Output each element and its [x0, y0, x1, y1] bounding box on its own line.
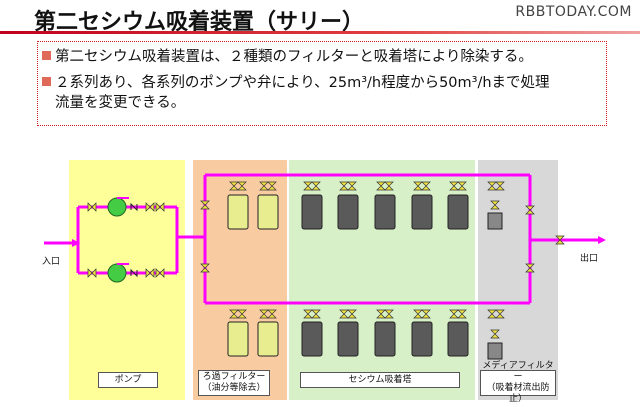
outlet-arrow-icon [598, 236, 606, 244]
pump-valve-icon [145, 202, 155, 212]
page-title: 第二セシウム吸着装置（サリー） [34, 10, 365, 35]
vessel-valve-icon [303, 309, 313, 319]
vessel-valve-icon [229, 309, 239, 319]
media-zone-label-line2: （吸着材流出防止） [486, 383, 550, 404]
vessel-valve-icon [267, 181, 277, 191]
vessel-valve-icon [347, 181, 357, 191]
cesium-vessel-lower [301, 321, 323, 357]
filter-vessel-lower [257, 321, 279, 357]
vessel-valve-icon [413, 309, 423, 319]
vessel-valve-icon [311, 181, 321, 191]
filter-zone-label-line2: （油分等除去） [202, 383, 266, 393]
cesium-vessel-lower [374, 321, 396, 357]
vessel-valve-icon [384, 181, 394, 191]
bullet-2-cont: 流量を変更できる。 [55, 95, 186, 111]
media-zone [478, 160, 558, 400]
cesium-vessel-upper [411, 194, 433, 230]
pump-zone-label-text: ポンプ [114, 374, 142, 385]
vessel-valve-icon [376, 309, 386, 319]
cesium-vessel-lower [447, 321, 469, 357]
inlet-label: 入口 [42, 257, 61, 267]
vessel-valve-icon [237, 309, 247, 319]
line-valve-icon [525, 263, 535, 273]
vessel-valve-icon [339, 181, 349, 191]
cesium-vessel-upper [337, 194, 359, 230]
vessel-valve-icon [259, 309, 269, 319]
cesium-vessel-lower [337, 321, 359, 357]
vessel-valve-icon [267, 309, 277, 319]
filter-vessel-upper [227, 194, 249, 230]
cesium-zone-label-text: セシウム吸着塔 [348, 374, 412, 385]
media-valve-icon [495, 309, 505, 319]
media-valve-icon [487, 181, 497, 191]
vessel-valve-icon [457, 181, 467, 191]
pump-a-icon [107, 197, 127, 217]
vessel-valve-icon [449, 181, 459, 191]
media-valve-icon [490, 200, 500, 210]
media-filter-upper [487, 212, 503, 230]
filter-vessel-upper [257, 194, 279, 230]
line-valve-icon [555, 235, 565, 245]
cesium-vessel-upper [447, 194, 469, 230]
vessel-valve-icon [384, 309, 394, 319]
pump-valve-icon [87, 268, 97, 278]
vessel-valve-icon [449, 309, 459, 319]
pump-valve-icon [155, 268, 165, 278]
bullet-2-text: ２系列あり、各系列のポンプや弁により、25m³/h程度から50m³/hまで処理 [55, 75, 550, 91]
pump-zone [69, 160, 185, 400]
valve-group [87, 181, 565, 339]
vessel-valve-icon [259, 181, 269, 191]
pipe-network [44, 173, 606, 305]
vessel-valve-icon [237, 181, 247, 191]
vessel-valve-icon [311, 309, 321, 319]
cesium-vessel-lower [411, 321, 433, 357]
check-valve-icon [130, 202, 138, 212]
line-valve-icon [525, 205, 535, 215]
bullet-square-icon [42, 51, 51, 60]
vessel-valve-icon [457, 309, 467, 319]
check-valve-icon [130, 268, 138, 278]
vessel-valve-icon [376, 181, 386, 191]
title-rule [0, 31, 640, 34]
media-filter-lower [487, 342, 503, 360]
vessel-valve-icon [421, 181, 431, 191]
vessel-valve-icon [303, 181, 313, 191]
media-zone-label-line1: メディアフィルター [482, 361, 554, 382]
vessel-valve-icon [339, 309, 349, 319]
watermark: RBBTODAY.COM [515, 4, 632, 20]
vessel-valve-icon [421, 309, 431, 319]
line-valve-icon [200, 263, 210, 273]
media-valve-icon [490, 329, 500, 339]
cesium-vessel-upper [374, 194, 396, 230]
filter-vessel-lower [227, 321, 249, 357]
bullet-1-text: 第二セシウム吸着装置は、２種類のフィルターと吸着塔により除染する。 [55, 49, 533, 65]
line-valve-icon [200, 200, 210, 210]
vessel-valve-icon [347, 309, 357, 319]
vessel-group [227, 194, 503, 360]
bullet-square-icon [42, 77, 51, 86]
pump-valve-icon [155, 202, 165, 212]
pump-zone-label: ポンプ [98, 372, 158, 388]
vessel-valve-icon [413, 181, 423, 191]
bullet-2: ２系列あり、各系列のポンプや弁により、25m³/h程度から50m³/hまで処理 [42, 74, 550, 93]
media-valve-icon [487, 309, 497, 319]
pump-group [107, 197, 138, 283]
summary-box [37, 41, 607, 126]
media-zone-label: メディアフィルター（吸着材流出防止） [480, 361, 556, 404]
bullet-1: 第二セシウム吸着装置は、２種類のフィルターと吸着塔により除染する。 [42, 48, 533, 67]
filter-zone-label: ろ過フィルター（油分等除去） [198, 370, 270, 396]
media-valve-icon [495, 181, 505, 191]
cesium-vessel-upper [301, 194, 323, 230]
outlet-label: 出口 [580, 254, 599, 264]
vessel-valve-icon [229, 181, 239, 191]
filter-zone-label-line1: ろ過フィルター [202, 372, 266, 382]
pump-valve-icon [145, 268, 155, 278]
inlet-arrow-icon [72, 239, 80, 247]
pump-valve-icon [87, 202, 97, 212]
pump-b-icon [107, 263, 127, 283]
cesium-zone-label: セシウム吸着塔 [300, 372, 460, 388]
